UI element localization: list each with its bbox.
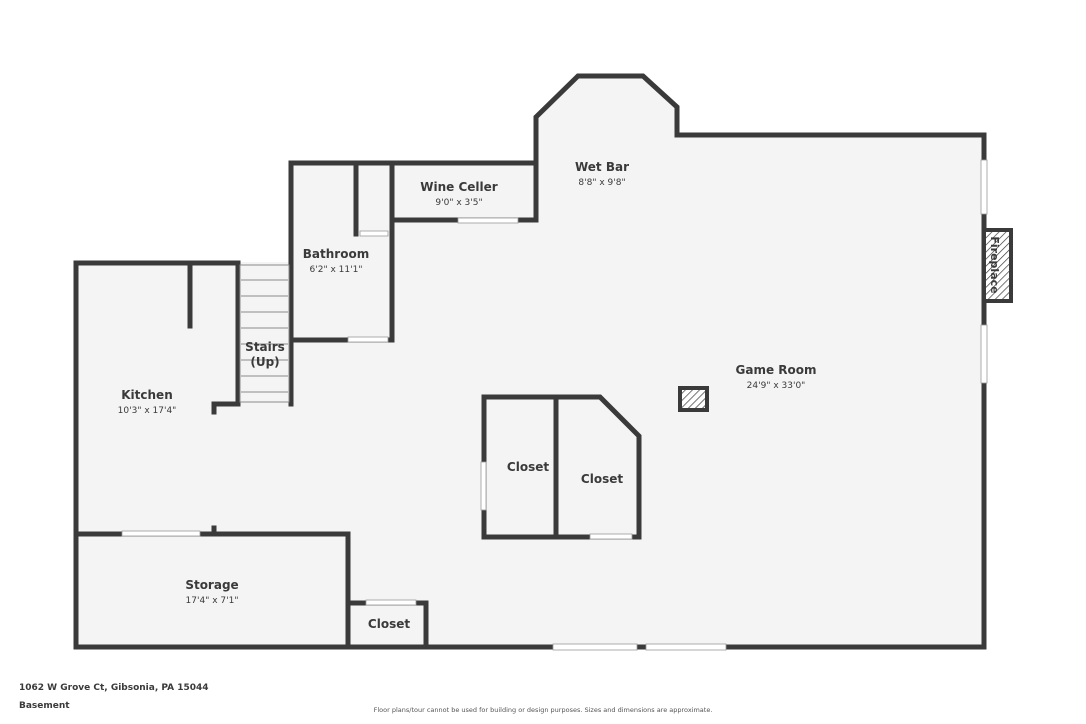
- room-name-closet-1: Closet: [507, 460, 549, 474]
- disclaimer: Floor plans/tour cannot be used for buil…: [373, 706, 713, 714]
- property-address: 1062 W Grove Ct, Gibsonia, PA 15044: [19, 683, 209, 693]
- room-name-wet-bar: Wet Bar: [575, 160, 629, 174]
- room-name-closet-3: Closet: [368, 617, 410, 631]
- column: [678, 386, 709, 412]
- room-dims-bathroom: 6'2" x 11'1": [310, 265, 363, 275]
- room-name-closet-2: Closet: [581, 472, 623, 486]
- room-name-stairs: Stairs: [245, 340, 285, 354]
- stairs-treads: [239, 264, 290, 403]
- room-name-wine-cellar: Wine Celler: [420, 180, 498, 194]
- room-dims-kitchen: 10'3" x 17'4": [118, 406, 177, 416]
- room-name-bathroom: Bathroom: [303, 247, 369, 261]
- fireplace-label: Fireplace: [988, 236, 1001, 293]
- room-dims-wine-cellar: 9'0" x 3'5": [435, 198, 482, 208]
- floor-level: Basement: [19, 701, 70, 711]
- fireplace-box: [982, 228, 1013, 303]
- room-name-storage: Storage: [185, 578, 238, 592]
- room-name-kitchen: Kitchen: [121, 388, 173, 402]
- windows: [121, 159, 988, 651]
- room-dims-storage: 17'4" x 7'1": [186, 596, 239, 606]
- room-dims-wet-bar: 8'8" x 9'8": [578, 178, 625, 188]
- floor-area: [76, 76, 984, 647]
- room-name-game-room: Game Room: [736, 363, 817, 377]
- room-dims-game-room: 24'9" x 33'0": [747, 381, 806, 391]
- room-dims-stairs: (Up): [250, 355, 279, 369]
